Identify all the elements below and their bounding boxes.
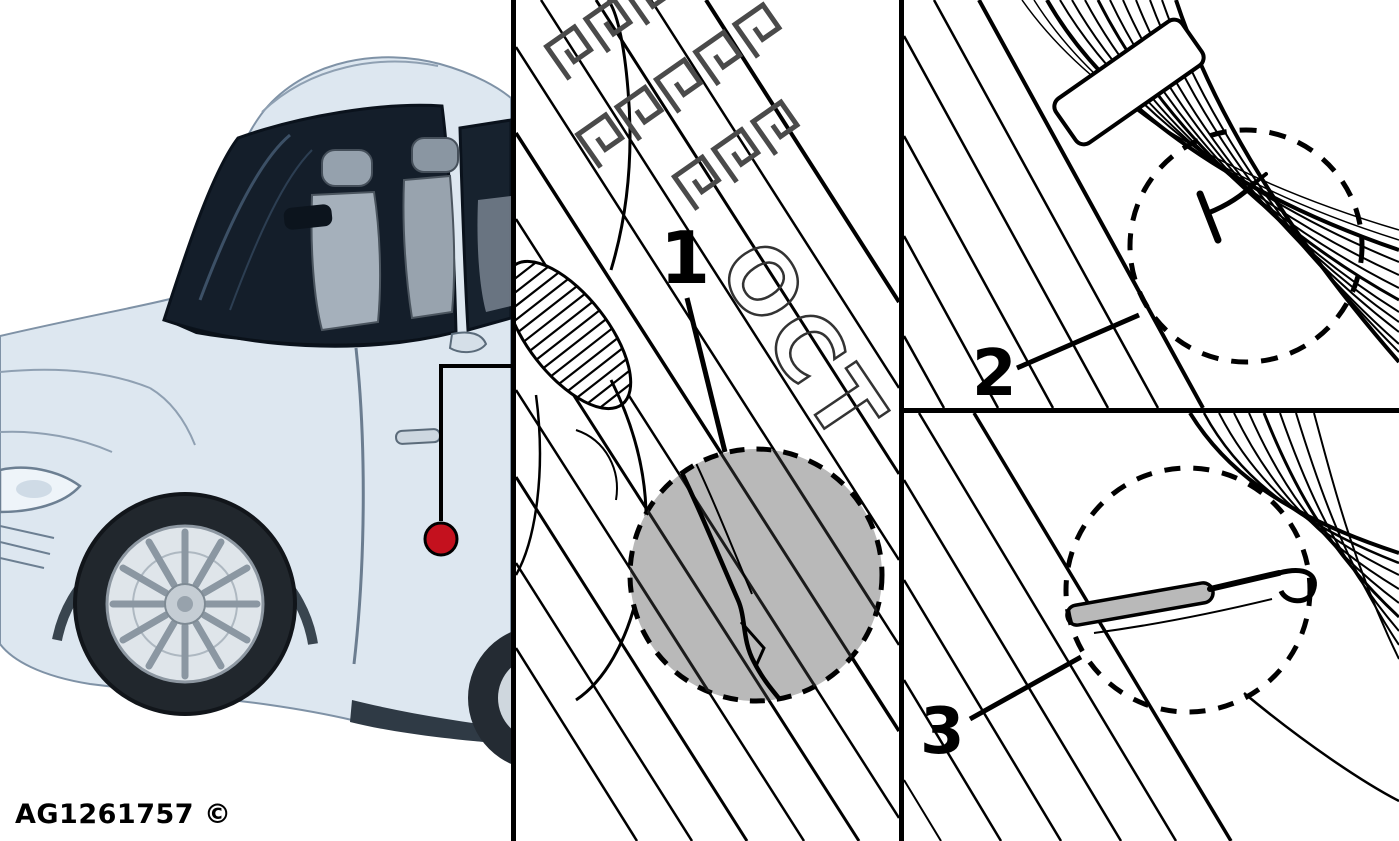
highlight-area-circle-1 bbox=[627, 446, 885, 704]
door-seam bbox=[352, 347, 365, 665]
rearview-mirror bbox=[283, 204, 333, 230]
panel-divider-vertical-2 bbox=[899, 0, 904, 841]
callout-2-leader-line bbox=[1016, 312, 1140, 371]
highlight-detail-lines bbox=[630, 449, 882, 701]
detail-panel-3 bbox=[904, 413, 1399, 841]
cable-strap bbox=[1052, 17, 1206, 147]
marker-callout-line bbox=[439, 364, 511, 521]
callout-1-leader-line bbox=[684, 297, 728, 453]
headrest-left bbox=[321, 149, 373, 187]
windshield-reflections bbox=[198, 133, 313, 311]
detail-circle-2 bbox=[1127, 127, 1365, 365]
cable-detail bbox=[663, 449, 784, 701]
lever-hook bbox=[1278, 568, 1317, 604]
door-handle bbox=[395, 428, 442, 445]
figure-reference-code: AG1261757 © bbox=[15, 799, 232, 830]
rocker-sill bbox=[350, 700, 511, 744]
interior-seats bbox=[164, 137, 459, 345]
body-hatching-2 bbox=[904, 0, 1205, 408]
grille bbox=[0, 525, 55, 569]
callout-label-2: 2 bbox=[972, 337, 1017, 411]
headrest-right bbox=[411, 137, 459, 173]
harness-bundle-3 bbox=[1188, 413, 1399, 660]
callout-3-leader-line bbox=[968, 654, 1083, 722]
lever-tool bbox=[1065, 568, 1317, 634]
hood-lines bbox=[0, 60, 439, 453]
cable-branch bbox=[739, 621, 766, 667]
rear-wheel bbox=[468, 632, 511, 764]
overview-panel bbox=[0, 56, 511, 764]
side-window-seat bbox=[477, 196, 511, 312]
clip-connector bbox=[1196, 172, 1268, 244]
callout-label-1: 1 bbox=[660, 216, 711, 300]
body-hatching-3 bbox=[904, 413, 1399, 841]
car-illustration bbox=[0, 56, 511, 764]
meander-pattern bbox=[543, 0, 801, 211]
seat-left bbox=[310, 190, 382, 332]
callout-label-3: 3 bbox=[920, 695, 965, 769]
detail-panel-1: OCT bbox=[516, 0, 899, 841]
detail-circle-3 bbox=[1063, 465, 1313, 715]
side-mirror bbox=[448, 331, 488, 354]
front-wheel bbox=[52, 492, 318, 716]
seat-right bbox=[402, 174, 456, 320]
panel-divider-vertical-1 bbox=[511, 0, 516, 841]
headlight-lens bbox=[16, 480, 52, 498]
wheel-spokes bbox=[109, 528, 261, 680]
panel-divider-horizontal bbox=[899, 408, 1399, 413]
detail-panel-2 bbox=[904, 0, 1399, 408]
location-dot-icon bbox=[423, 521, 459, 557]
